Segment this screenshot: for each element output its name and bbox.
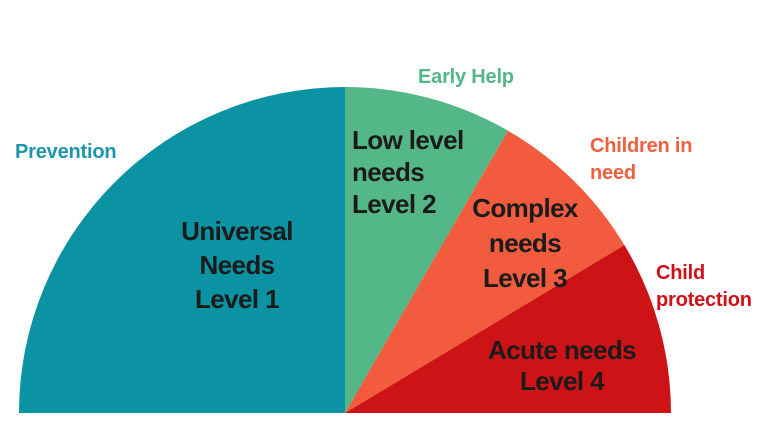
pie-segment-universal [19,87,345,413]
segment-label-line1: Low level [352,125,464,155]
segment-label-line2: needs [488,228,562,258]
outer-label-low_level: Early Help [418,64,514,91]
outer-label-text: Early Help [418,66,514,88]
segment-label-universal: Universal Needs Level 1 [135,214,339,316]
segment-label-line2: needs [352,157,425,187]
segment-label-low_level: Low level needs Level 2 [352,124,464,220]
outer-label-text-line1: Child [656,262,705,284]
segment-label-complex: Complex needs Level 3 [443,191,607,296]
outer-label-text-line1: Children in [590,135,693,157]
outer-label-text-line2: protection [656,289,752,311]
outer-label-text: Prevention [15,141,117,163]
segment-label-line3: Level 2 [352,189,437,219]
outer-label-text-line2: need [590,162,636,184]
segment-label-line3: Level 1 [195,284,280,314]
outer-label-acute: Child protection [656,260,752,314]
outer-label-complex: Children in need [590,133,692,187]
segment-label-line2: Level 4 [520,366,605,396]
segment-label-line3: Level 3 [483,263,568,293]
pie-segment-complex [345,130,625,413]
segment-label-line1: Complex [472,193,578,223]
pie-segment-low_level [345,87,508,413]
segment-label-acute: Acute needs Level 4 [462,335,662,397]
segment-label-line2: Needs [199,250,275,280]
segment-label-line1: Universal [181,216,293,246]
outer-label-universal: Prevention [15,139,117,166]
pie-segment-acute [345,245,671,413]
segment-label-line1: Acute needs [487,335,637,365]
